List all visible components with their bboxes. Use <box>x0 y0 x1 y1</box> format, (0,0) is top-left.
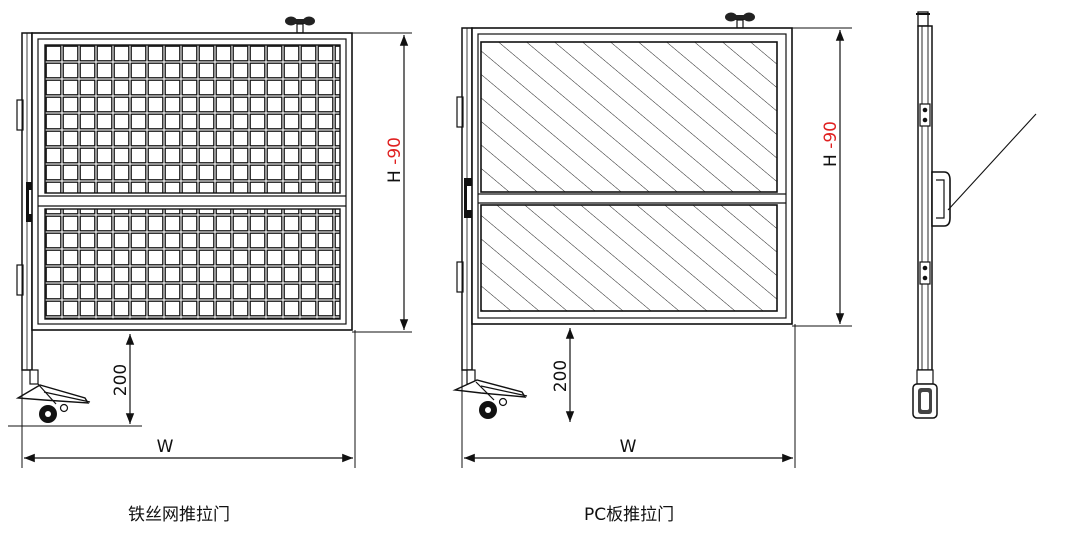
svg-text:H -90: H -90 <box>385 137 405 183</box>
width-label: W <box>620 437 637 457</box>
pc-panel-door: 200 W H -90 <box>452 12 852 468</box>
caster-wheel-icon <box>15 369 91 423</box>
svg-text:H -90: H -90 <box>821 121 841 167</box>
wire-mesh-door-caption: 铁丝网推拉门 <box>128 505 230 525</box>
top-wing-knob-icon <box>725 12 755 29</box>
upper-mesh-panel <box>44 44 341 194</box>
side-profile-view <box>912 11 1037 419</box>
height-label: H -90 <box>821 121 841 167</box>
wire-mesh-door: 200 W H -90 <box>8 16 412 468</box>
lower-mesh-panel <box>44 208 341 320</box>
top-wing-knob-icon <box>285 16 315 34</box>
lower-pc-panel <box>480 204 778 312</box>
caster-wheel-icon <box>452 369 528 419</box>
upper-pc-panel <box>480 41 778 193</box>
clearance-label: 200 <box>551 360 571 392</box>
pc-panel-door-caption: PC板推拉门 <box>584 505 675 525</box>
clearance-label: 200 <box>111 364 131 396</box>
width-label: W <box>157 437 174 457</box>
height-label: H -90 <box>385 137 405 183</box>
leader-line <box>947 113 1037 211</box>
